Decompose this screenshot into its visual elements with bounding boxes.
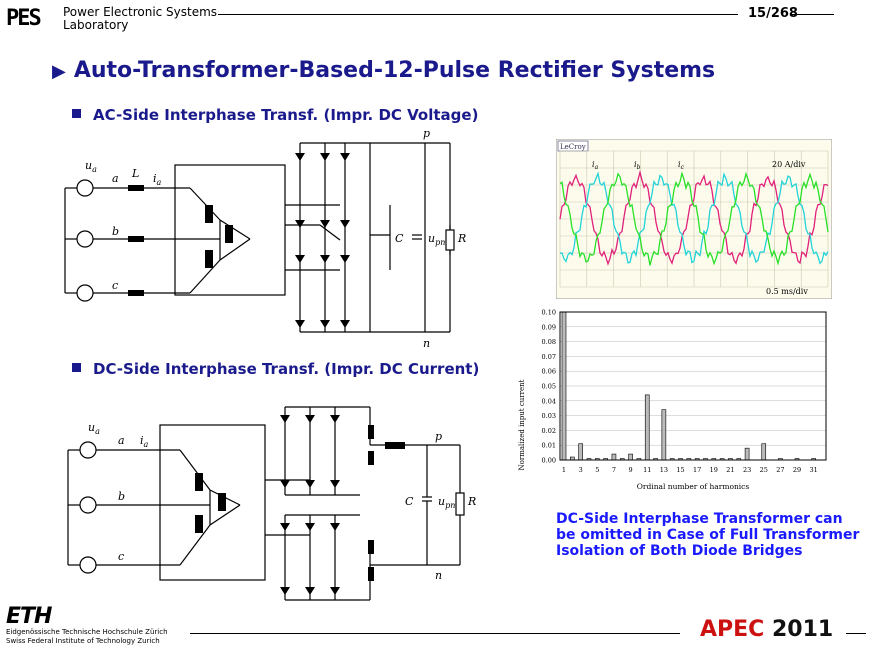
chart-ytick: 0.06 <box>542 368 556 376</box>
c2-b-label: b <box>118 490 125 503</box>
slide-title: ▶ Auto-Transformer-Based-12-Pulse Rectifi… <box>52 58 715 83</box>
side-note: DC-Side Interphase Transformer can be om… <box>556 511 859 559</box>
c2-upn-label: upn <box>438 495 455 510</box>
chart-xtick: 17 <box>693 466 701 474</box>
chart-xtick: 5 <box>595 466 599 474</box>
lab-name: Power Electronic Systems Laboratory <box>63 6 217 32</box>
c2-a-label: a <box>118 434 125 447</box>
apec-year: 2011 <box>772 617 833 642</box>
c1-p-label: p <box>423 127 430 140</box>
chart-ytick: 0.02 <box>542 427 556 435</box>
chart-bar <box>612 454 616 460</box>
chart-xtick: 1 <box>562 466 566 474</box>
chart-xtick: 27 <box>776 466 784 474</box>
chart-xtick: 11 <box>643 466 651 474</box>
c1-C-label: C <box>395 232 404 245</box>
chart-ytick: 0.09 <box>542 323 556 331</box>
c2-c-label: c <box>118 550 124 563</box>
eth-logo: ETH <box>6 604 51 629</box>
chart-xtick: 13 <box>660 466 668 474</box>
footer-rule <box>190 633 680 634</box>
c2-R-label: R <box>467 495 476 508</box>
chart-bar <box>745 448 749 460</box>
note-line3: Isolation of Both Diode Bridges <box>556 543 859 559</box>
chart-xtick: 9 <box>629 466 633 474</box>
c1-a-label: a <box>112 172 119 185</box>
eth-name-line1: Eidgenössische Technische Hochschule Zür… <box>6 628 168 637</box>
scope-brand: LeCroy <box>560 143 586 151</box>
chart-ytick: 0.05 <box>542 383 556 391</box>
header-rule <box>218 14 738 15</box>
chart-xlabel: Ordinal number of harmonics <box>637 482 750 491</box>
chart-xtick: 7 <box>612 466 616 474</box>
harmonics-chart: Normalized input current Ordinal number … <box>512 305 834 495</box>
c1-R-label: R <box>457 232 466 245</box>
c2-ua-label: ua <box>88 421 100 436</box>
c1-c-label: c <box>112 279 118 292</box>
chart-ytick: 0.01 <box>542 442 556 450</box>
chart-bar <box>762 444 766 460</box>
section2-text: DC-Side Interphase Transf. (Impr. DC Cur… <box>93 360 479 378</box>
c1-n-label: n <box>423 337 430 350</box>
header-rule-right <box>790 14 834 15</box>
chart-bar <box>629 454 633 460</box>
circuit2-schematic: ua a ia b c p n C upn R <box>50 395 480 610</box>
c1-upn-label: upn <box>428 232 445 247</box>
oscilloscope-plot: LeCroy ia ib ic 20 A/div 0.5 ms/div <box>556 139 832 299</box>
eth-name: Eidgenössische Technische Hochschule Zür… <box>6 628 168 646</box>
chart-bar <box>579 444 583 460</box>
apec-logo: APEC 2011 <box>700 617 833 642</box>
chart-ytick: 0.10 <box>542 309 556 317</box>
chart-xtick: 21 <box>726 466 734 474</box>
chart-xtick: 15 <box>676 466 684 474</box>
chart-bar <box>662 410 666 460</box>
chart-ylabel: Normalized input current <box>518 379 526 470</box>
c1-b-label: b <box>112 225 119 238</box>
c2-p-label: p <box>435 430 442 443</box>
chart-bar <box>562 312 566 460</box>
section1-text: AC-Side Interphase Transf. (Impr. DC Vol… <box>93 106 478 124</box>
pes-logo: PES <box>6 6 40 31</box>
scope-tdiv: 0.5 ms/div <box>766 287 808 296</box>
bullet-square-icon <box>72 363 81 372</box>
section2-heading: DC-Side Interphase Transf. (Impr. DC Cur… <box>72 360 479 378</box>
chart-ytick: 0.03 <box>542 412 556 420</box>
chart-xtick: 25 <box>760 466 768 474</box>
play-arrow-icon: ▶ <box>52 61 66 82</box>
scope-vdiv: 20 A/div <box>772 160 806 169</box>
chart-xtick: 23 <box>743 466 751 474</box>
lab-name-line2: Laboratory <box>63 19 217 32</box>
c1-ia-label: ia <box>153 172 162 187</box>
circuit1-schematic: ua a L ia b c p n C upn R <box>50 125 470 350</box>
note-line1: DC-Side Interphase Transformer can <box>556 511 859 527</box>
c1-ua-label: ua <box>85 159 97 174</box>
c2-n-label: n <box>435 569 442 582</box>
c2-C-label: C <box>405 495 414 508</box>
c2-ia-label: ia <box>140 434 149 449</box>
footer-rule-right <box>846 633 866 634</box>
eth-name-line2: Swiss Federal Institute of Technology Zu… <box>6 637 168 646</box>
chart-xtick: 29 <box>793 466 801 474</box>
c1-L-label: L <box>131 167 139 180</box>
bullet-square-icon <box>72 109 81 118</box>
chart-ytick: 0.04 <box>542 397 556 405</box>
chart-bar <box>645 395 649 460</box>
chart-ytick: 0.08 <box>542 338 556 346</box>
section1-heading: AC-Side Interphase Transf. (Impr. DC Vol… <box>72 106 478 124</box>
chart-xtick: 19 <box>710 466 718 474</box>
slide-title-text: Auto-Transformer-Based-12-Pulse Rectifie… <box>74 58 715 83</box>
chart-xtick: 31 <box>810 466 818 474</box>
note-line2: be omitted in Case of Full Transformer <box>556 527 859 543</box>
apec-text: APEC <box>700 617 764 642</box>
chart-ytick: 0.07 <box>542 353 556 361</box>
chart-ytick: 0.00 <box>542 457 556 465</box>
chart-xtick: 3 <box>579 466 583 474</box>
